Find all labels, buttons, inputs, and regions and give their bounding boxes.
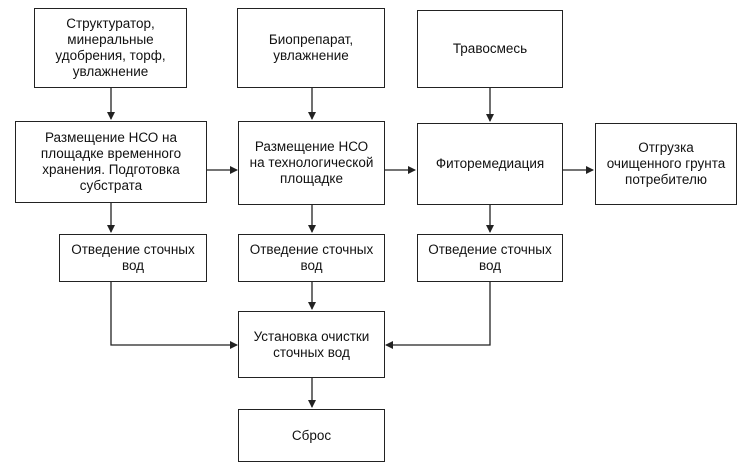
node-wastewater-drainage-2: Отведение сточных вод (238, 234, 385, 282)
node-structurator-inputs: Структуратор, минеральные удобрения, тор… (34, 8, 187, 88)
node-wastewater-drainage-1: Отведение сточных вод (59, 234, 207, 282)
node-technological-site: Размещение НСО на технологической площад… (238, 121, 385, 205)
node-temporary-storage: Размещение НСО на площадке временного хр… (15, 121, 207, 203)
node-wastewater-treatment: Установка очистки сточных вод (238, 311, 385, 378)
node-discharge: Сброс (238, 409, 385, 462)
node-phytoremediation: Фиторемедиация (417, 123, 563, 205)
edge-n8-n11 (110, 282, 238, 349)
node-grass-mixture: Травосмесь (417, 10, 563, 88)
node-wastewater-drainage-3: Отведение сточных вод (417, 234, 563, 282)
node-shipment: Отгрузка очищенного грунта потребителю (595, 123, 737, 205)
edge-n10-n11 (385, 282, 491, 349)
node-biopreparation-inputs: Биопрепарат, увлажнение (237, 8, 385, 88)
